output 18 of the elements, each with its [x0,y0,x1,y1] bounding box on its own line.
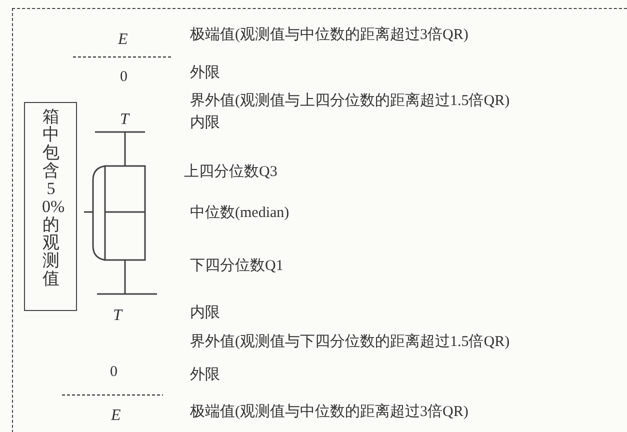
description-label: 中位数(median) [190,204,290,223]
description-label: 上四分位数Q3 [184,162,278,182]
symbol-label: 0 [120,68,128,87]
symbol-label: E [118,30,128,50]
description-label: 界外值(观测值与上四分位数的距离超过1.5倍QR) [190,91,510,111]
symbol-label: 0 [110,363,118,382]
description-label: 极端值(观测值与中位数的距离超过3倍QR) [190,25,468,45]
symbol-label: T [120,110,129,130]
symbol-label: T [113,306,122,326]
description-label: 下四分位数Q1 [190,257,284,276]
annotation-box [24,102,77,311]
description-label: 外限 [190,366,220,385]
description-label: 极端值(观测值与中位数的距离超过3倍QR) [190,402,468,422]
description-label: 外限 [190,64,220,83]
description-label: 界外值(观测值与下四分位数的距离超过1.5倍QR) [190,332,510,352]
description-label: 内限 [190,304,220,323]
description-label: 内限 [190,114,220,133]
symbol-label: E [111,406,121,426]
